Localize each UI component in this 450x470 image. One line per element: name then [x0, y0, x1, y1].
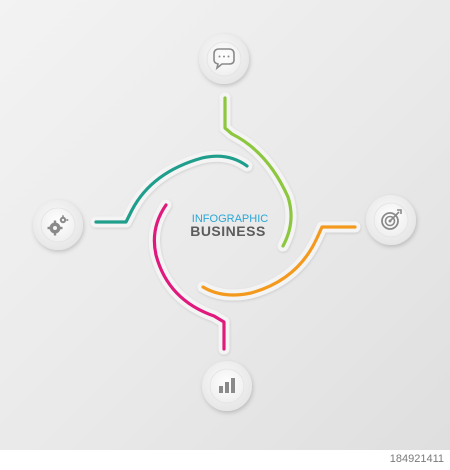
ring-segments — [94, 96, 357, 351]
teal-segment — [94, 154, 249, 224]
bar-chart-icon — [219, 378, 235, 393]
footer-bar: 184921411 — [0, 450, 450, 470]
chat-bubble-icon — [213, 48, 235, 71]
node-chat[interactable] — [199, 34, 249, 84]
green-segment — [223, 96, 293, 248]
infographic-subtitle: BUSINESS — [190, 223, 266, 239]
orange-segment — [201, 225, 357, 297]
target-icon — [381, 209, 402, 230]
infographic-title: INFOGRAPHIC — [191, 213, 269, 225]
image-id-label: 184921411 — [389, 453, 444, 465]
magenta-segment — [152, 203, 226, 351]
gears-icon — [47, 215, 69, 236]
